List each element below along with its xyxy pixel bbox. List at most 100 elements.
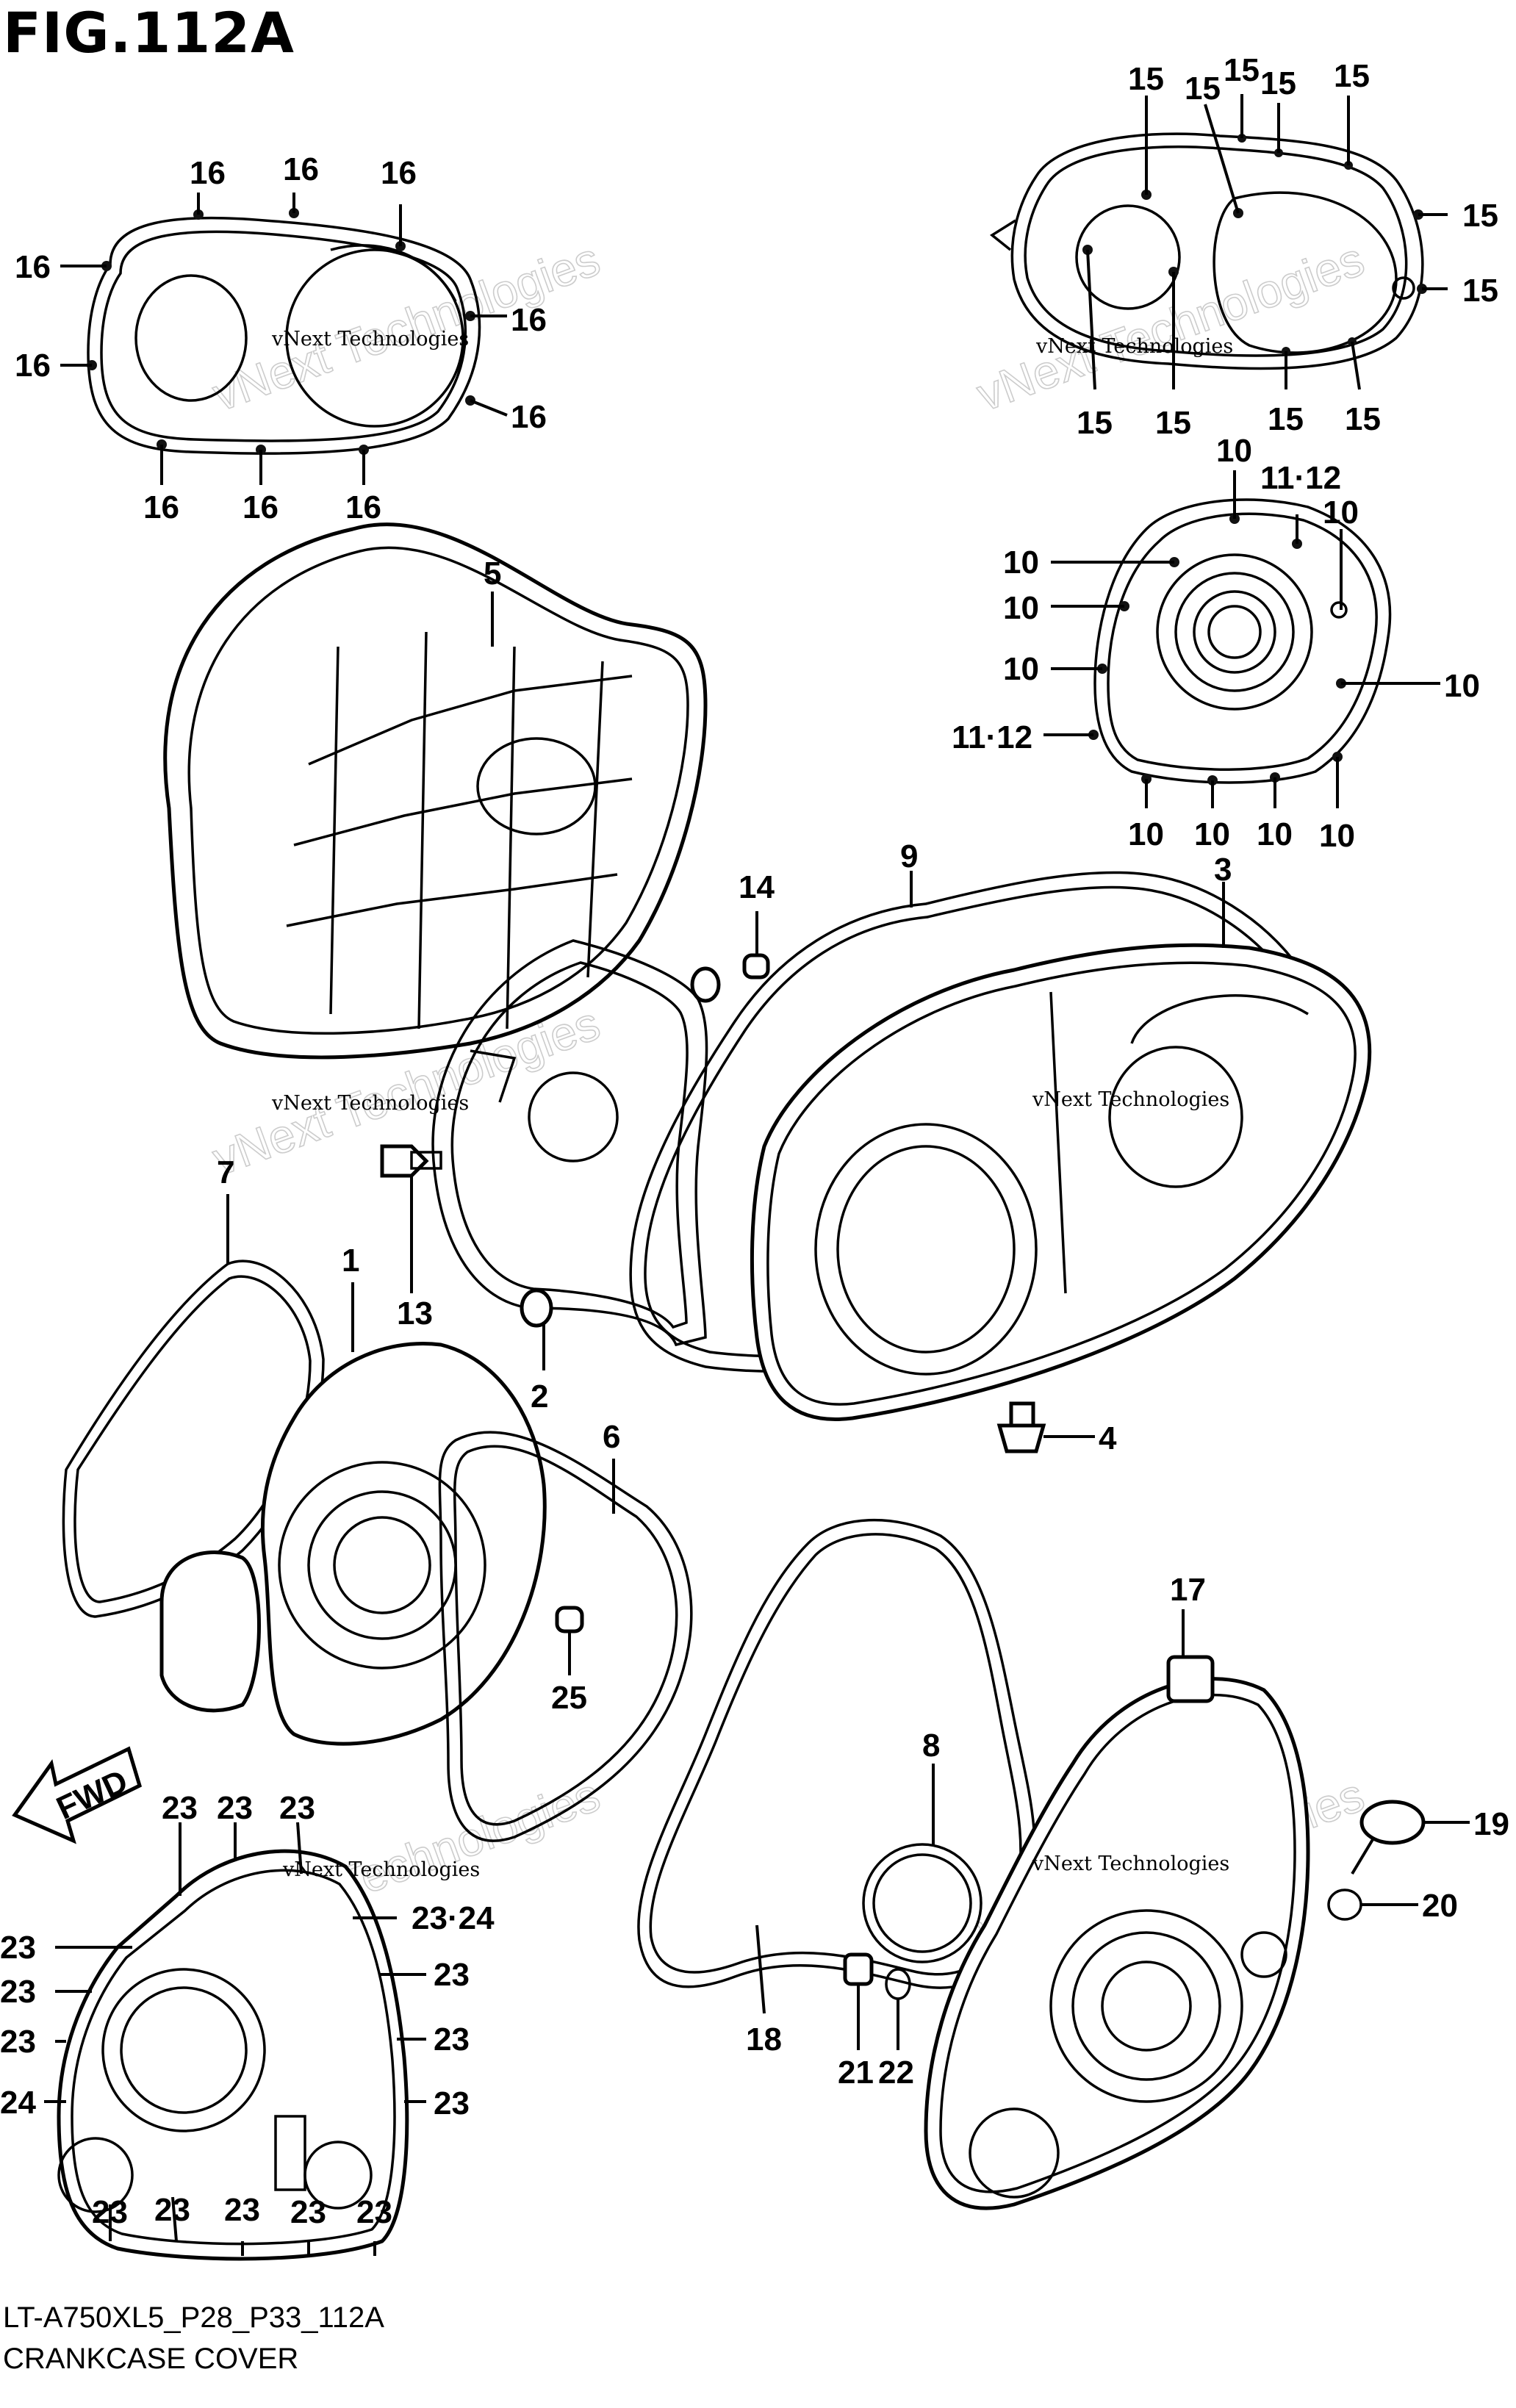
callout-16: 16 bbox=[243, 489, 279, 525]
callout-10: 10 bbox=[1216, 433, 1252, 469]
callout-23: 23 bbox=[434, 2085, 470, 2121]
callout-16: 16 bbox=[143, 489, 179, 525]
callout-23: 23 bbox=[224, 2192, 260, 2228]
callout-25: 25 bbox=[551, 1680, 587, 1716]
bolts-10 bbox=[1088, 514, 1346, 786]
callout-23: 23 bbox=[0, 1930, 36, 1966]
diagram-name: CRANKCASE COVER bbox=[3, 2343, 299, 2375]
callout-23: 23 bbox=[0, 2024, 36, 2060]
callout-10: 10 bbox=[1003, 651, 1039, 687]
fwd-direction-arrow: FWD bbox=[12, 1746, 143, 1844]
callout-16: 16 bbox=[15, 249, 51, 285]
callout-23: 23 bbox=[92, 2194, 128, 2230]
callout-24: 24 bbox=[0, 2085, 36, 2121]
part-10-11-12-cover bbox=[1093, 498, 1392, 784]
part-23-24-cover bbox=[57, 1849, 409, 2261]
callout-23-24: 23·24 bbox=[412, 1900, 495, 1936]
callout-23: 23 bbox=[434, 1957, 470, 1993]
callout-15: 15 bbox=[1260, 65, 1296, 101]
callout-15: 15 bbox=[1462, 273, 1498, 309]
part-15-inner-gasket bbox=[989, 132, 1424, 370]
part-16-outer-gasket bbox=[87, 216, 481, 455]
watermark-5: vNext Technologies bbox=[282, 1858, 480, 1881]
callout-8: 8 bbox=[922, 1728, 940, 1764]
part-21-plug bbox=[843, 1952, 874, 1986]
callout-21: 21 bbox=[838, 2055, 874, 2091]
callout-10: 10 bbox=[1444, 668, 1480, 704]
callout-23: 23 bbox=[290, 2194, 326, 2230]
callout-15: 15 bbox=[1462, 198, 1498, 234]
callout-15: 15 bbox=[1334, 58, 1370, 94]
callout-16: 16 bbox=[381, 155, 417, 191]
part-17-generator-cover bbox=[924, 1655, 1310, 2210]
callout-10: 10 bbox=[1003, 545, 1039, 581]
part-25-dowel bbox=[555, 1606, 584, 1634]
callout-13: 13 bbox=[397, 1295, 433, 1331]
callout-10: 10 bbox=[1128, 816, 1164, 852]
figure-title: FIG.112A bbox=[3, 0, 295, 65]
callout-15: 15 bbox=[1345, 401, 1381, 437]
callout-18: 18 bbox=[746, 2021, 782, 2057]
callout-3: 3 bbox=[1214, 852, 1232, 888]
callout-10: 10 bbox=[1319, 818, 1355, 854]
watermark-3: vNext Technologies bbox=[271, 1092, 469, 1115]
callout-23: 23 bbox=[162, 1790, 198, 1826]
callout-16: 16 bbox=[345, 489, 381, 525]
part-14-dowel bbox=[742, 953, 770, 980]
part-1-clutch-cover bbox=[159, 1342, 547, 1746]
watermark-4: vNext Technologies bbox=[1032, 1088, 1229, 1111]
part-13-bolt bbox=[380, 1144, 442, 1178]
callout-10: 10 bbox=[1194, 816, 1230, 852]
diagram-code: LT-A750XL5_P28_P33_112A bbox=[3, 2301, 384, 2334]
callout-17: 17 bbox=[1170, 1572, 1206, 1608]
callout-23: 23 bbox=[434, 2021, 470, 2057]
callout-2: 2 bbox=[531, 1379, 548, 1415]
callout-14: 14 bbox=[739, 869, 775, 905]
callout-7: 7 bbox=[217, 1154, 234, 1190]
part-5-clutch-cover bbox=[163, 522, 708, 1060]
callout-23: 23 bbox=[356, 2194, 392, 2230]
watermark-large-2: vNext Technologies bbox=[970, 232, 1370, 421]
callout-9: 9 bbox=[900, 838, 918, 874]
callout-23: 23 bbox=[217, 1790, 253, 1826]
callout-16: 16 bbox=[511, 399, 547, 435]
part-4-plug bbox=[996, 1401, 1046, 1453]
callout-10: 10 bbox=[1323, 495, 1359, 531]
callout-16: 16 bbox=[511, 302, 547, 338]
callout-22: 22 bbox=[878, 2055, 914, 2091]
callout-15: 15 bbox=[1268, 401, 1304, 437]
callout-10: 10 bbox=[1003, 590, 1039, 626]
leader-lines bbox=[44, 94, 1470, 2256]
callout-15: 15 bbox=[1077, 405, 1113, 441]
callout-11-12: 11·12 bbox=[952, 719, 1032, 755]
watermark-6: vNext Technologies bbox=[1032, 1852, 1229, 1875]
part-8-gasket bbox=[862, 1843, 982, 1963]
callout-1: 1 bbox=[342, 1243, 359, 1279]
callout-16: 16 bbox=[190, 155, 226, 191]
callout-16: 16 bbox=[283, 151, 319, 187]
callout-4: 4 bbox=[1099, 1420, 1117, 1456]
callout-23: 23 bbox=[279, 1790, 315, 1826]
callout-23: 23 bbox=[0, 1974, 36, 2010]
part-20-o-ring bbox=[1327, 1888, 1362, 1921]
callout-16: 16 bbox=[15, 348, 51, 384]
callout-10: 10 bbox=[1257, 816, 1293, 852]
callout-15: 15 bbox=[1224, 52, 1260, 88]
callout-23: 23 bbox=[154, 2192, 190, 2228]
part-6-gasket bbox=[438, 1431, 693, 1842]
callout-11-12: 11·12 bbox=[1260, 460, 1341, 496]
callout-labels: 16 16 16 16 16 16 16 16 16 16 15 15 15 1… bbox=[0, 52, 1509, 2230]
part-3-crankcase-cover bbox=[750, 943, 1372, 1421]
callout-5: 5 bbox=[484, 556, 501, 592]
callout-15: 15 bbox=[1155, 405, 1191, 441]
watermark-1: vNext Technologies bbox=[271, 328, 469, 351]
callout-20: 20 bbox=[1422, 1888, 1458, 1924]
callout-6: 6 bbox=[603, 1419, 620, 1455]
watermark-2: vNext Technologies bbox=[1035, 335, 1233, 358]
callout-15: 15 bbox=[1128, 61, 1164, 97]
callout-15: 15 bbox=[1185, 71, 1221, 107]
part-18-gasket bbox=[637, 1518, 1037, 1989]
watermark-small-group: vNext Technologies vNext Technologies vN… bbox=[271, 328, 1233, 1881]
callout-19: 19 bbox=[1473, 1806, 1509, 1842]
